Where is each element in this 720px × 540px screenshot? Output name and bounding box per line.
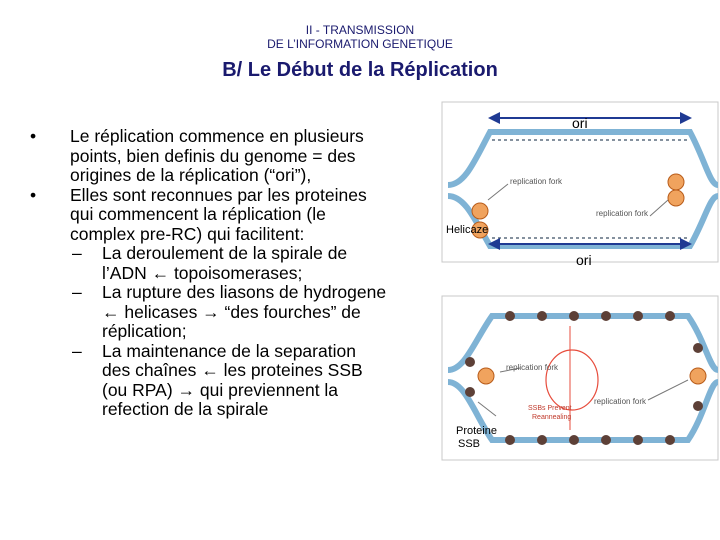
fork-pointer	[499, 367, 521, 373]
sub-line: ← helicases → “des fourches” de	[102, 301, 361, 322]
ssb-protein-icon	[465, 311, 703, 445]
fork-label: replication fork	[594, 397, 647, 406]
sub-line: refection de la spirale	[102, 399, 269, 419]
sub-line: (ou RPA) → qui previennent la	[102, 379, 339, 400]
fork-pointer	[647, 379, 689, 401]
bullet-item: • Elles sont reconnues par les proteines…	[26, 184, 436, 245]
sub-item: – La maintenance de la separation des ch…	[26, 340, 436, 420]
fork-pointer	[487, 183, 509, 201]
sub-marker: –	[72, 243, 82, 263]
top-panel	[441, 101, 720, 263]
ssb-label: SSB	[458, 438, 481, 450]
bullet-marker: •	[30, 126, 37, 146]
replication-diagram-svg	[441, 101, 720, 461]
dna-strand	[447, 313, 720, 373]
sub-line: des chaînes ← les proteines SSB	[102, 360, 363, 380]
helicase-label: Helicaze	[446, 224, 489, 236]
fork-pointer	[649, 199, 669, 217]
sub-line: La rupture des liasons de hydrogene	[102, 282, 387, 302]
dna-strand	[447, 379, 720, 443]
sub-marker: –	[72, 282, 82, 302]
helicase-icon	[471, 173, 685, 239]
bullet-line: origines de la réplication (“ori”),	[70, 165, 312, 185]
bottom-panel	[441, 295, 720, 461]
helicase-icon	[477, 367, 707, 385]
ssb-note-line1: SSBs Prevent	[528, 405, 572, 412]
sub-line: La deroulement de la spirale de	[102, 243, 348, 263]
slide-content: • Le réplication commence en plusieurs p…	[26, 126, 436, 420]
ssb-highlight	[545, 349, 599, 411]
bullet-item: • Le réplication commence en plusieurs p…	[26, 126, 436, 186]
fork-label: replication fork	[506, 363, 559, 372]
dna-strand	[447, 129, 719, 188]
proteine-label: Proteine	[456, 425, 497, 437]
fork-label: replication fork	[596, 209, 649, 218]
bullet-line: points, bien definis du genome = des	[70, 145, 356, 166]
bullet-line: Elles sont reconnues par les proteines	[70, 184, 367, 205]
sub-item: – La rupture des liasons de hydrogene ← …	[26, 282, 436, 342]
header-line-2: DE L’INFORMATION GENETIQUE	[267, 37, 453, 51]
bullet-line: Le réplication commence en plusieurs	[70, 126, 364, 146]
replication-diagram: ori ori Helicaze replication fork replic…	[440, 100, 720, 470]
sub-marker: –	[72, 340, 82, 361]
sub-item: – La deroulement de la spirale de l’ADN …	[26, 243, 436, 283]
sub-line: l’ADN ← topoisomerases;	[102, 262, 303, 283]
header-line-1: II - TRANSMISSION	[305, 23, 415, 37]
fork-label: replication fork	[510, 177, 563, 186]
ori-label-mid: ori	[576, 252, 592, 268]
sub-line: La maintenance de la separation	[102, 340, 356, 361]
ssb-note-line2: Reannealing	[532, 414, 572, 421]
bullet-line: complex pre-RC) qui facilitent:	[70, 223, 305, 244]
slide-title: B/ Le Début de la Réplication	[222, 59, 498, 81]
bullet-marker: •	[30, 184, 37, 205]
ori-label-top: ori	[572, 115, 588, 131]
fork-pointer	[477, 401, 497, 417]
sub-line: réplication;	[102, 321, 187, 341]
bullet-line: qui commencent la réplication (le	[70, 204, 326, 224]
